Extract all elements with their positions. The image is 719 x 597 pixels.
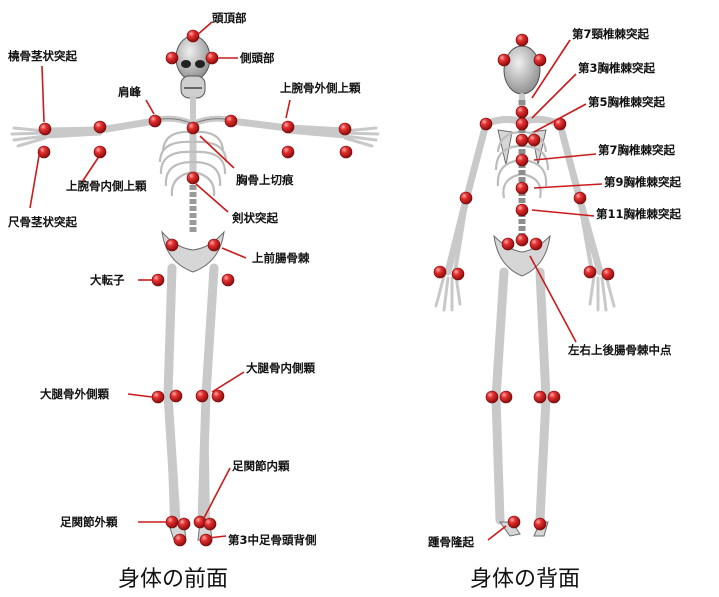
marker-dot <box>340 146 352 158</box>
marker-dot <box>166 52 178 64</box>
marker-dot <box>452 268 464 280</box>
marker-dot <box>178 518 190 530</box>
marker-dot <box>460 192 472 204</box>
label-daitenshi: 大転子 <box>90 273 125 287</box>
marker-dot <box>480 118 492 130</box>
marker-dot <box>534 518 546 530</box>
marker-dot <box>166 239 178 251</box>
label-jouwan-gaisoku: 上腕骨外側上顆 <box>280 81 361 95</box>
marker-dot <box>282 146 294 158</box>
marker-dot <box>498 54 510 66</box>
label-t9: 第9胸椎棘突起 <box>604 175 682 189</box>
marker-dot <box>170 390 182 402</box>
label-psis: 左右上後腸骨棘中点 <box>567 343 672 357</box>
marker-dot <box>516 182 528 194</box>
marker-dot <box>204 518 216 530</box>
marker-dot <box>500 391 512 403</box>
caption-back: 身体の背面 <box>470 567 580 592</box>
marker-dot <box>152 274 164 286</box>
marker-dot <box>166 516 178 528</box>
label-t5: 第5胸椎棘突起 <box>588 95 666 109</box>
marker-dot <box>152 391 164 403</box>
label-c7: 第7頸椎棘突起 <box>572 27 650 41</box>
marker-dot <box>222 274 234 286</box>
label-shoukotsu: 踵骨隆起 <box>428 535 474 549</box>
label-t3: 第3胸椎棘突起 <box>578 61 656 75</box>
marker-dot <box>174 534 186 546</box>
front-skeleton <box>12 36 378 540</box>
marker-dot <box>584 266 596 278</box>
label-t7: 第7胸椎棘突起 <box>598 143 676 157</box>
label-toukotsu-keijo: 橈骨茎状突起 <box>8 49 77 63</box>
marker-dot <box>602 268 614 280</box>
marker-dot <box>196 390 208 402</box>
label-sokutobu: 側頭部 <box>239 51 275 65</box>
label-kenjo: 剣状突起 <box>231 211 278 225</box>
marker-layer <box>38 30 614 546</box>
marker-dot <box>94 121 106 133</box>
marker-dot <box>339 123 351 135</box>
marker-dot <box>516 154 528 166</box>
marker-dot <box>534 54 546 66</box>
marker-dot <box>187 122 199 134</box>
marker-dot <box>516 118 528 130</box>
label-daitai-gaisoku: 大腿骨外側顆 <box>40 387 109 401</box>
marker-dot <box>206 52 218 64</box>
marker-dot <box>94 146 106 158</box>
marker-dot <box>530 238 542 250</box>
marker-dot <box>502 238 514 250</box>
marker-dot <box>528 134 540 146</box>
marker-dot <box>574 192 586 204</box>
marker-dot <box>149 115 161 127</box>
label-t11: 第11胸椎棘突起 <box>596 207 682 221</box>
marker-dot <box>282 121 294 133</box>
label-kyoukotsu-jousetsu: 胸骨上切痕 <box>236 173 294 187</box>
marker-dot <box>548 391 560 403</box>
marker-dot <box>516 134 528 146</box>
marker-dot <box>187 172 199 184</box>
label-sokkansetsu-gai: 足関節外顆 <box>60 515 118 529</box>
marker-dot <box>508 516 520 528</box>
label-jouzen-chokotsu: 上前腸骨棘 <box>252 251 310 265</box>
marker-dot <box>200 534 212 546</box>
label-kenpou: 肩峰 <box>118 85 141 99</box>
label-dai3-chusoku: 第3中足骨頭背側 <box>228 533 317 547</box>
caption-front: 身体の前面 <box>118 567 228 592</box>
marker-dot <box>225 115 237 127</box>
marker-dot <box>534 391 546 403</box>
back-labels: 第7頸椎棘突起 第3胸椎棘突起 第5胸椎棘突起 第7胸椎棘突起 第9胸椎棘突起 … <box>428 27 682 549</box>
marker-dot <box>516 34 528 46</box>
label-shakkotsu-keijo: 尺骨茎状突起 <box>8 215 77 229</box>
label-tositobu: 頭頂部 <box>212 11 247 25</box>
label-sokkansetsu-nai: 足関節内顆 <box>232 459 290 473</box>
marker-dot <box>486 391 498 403</box>
marker-dot <box>39 123 51 135</box>
marker-dot <box>516 234 528 246</box>
label-daitai-naisoku: 大腿骨内側顆 <box>246 361 315 375</box>
marker-dot <box>516 106 528 118</box>
label-jouwan-naisoku: 上腕骨内側上顆 <box>66 179 147 193</box>
marker-dot <box>516 204 528 216</box>
marker-dot <box>208 239 220 251</box>
marker-dot <box>434 266 446 278</box>
